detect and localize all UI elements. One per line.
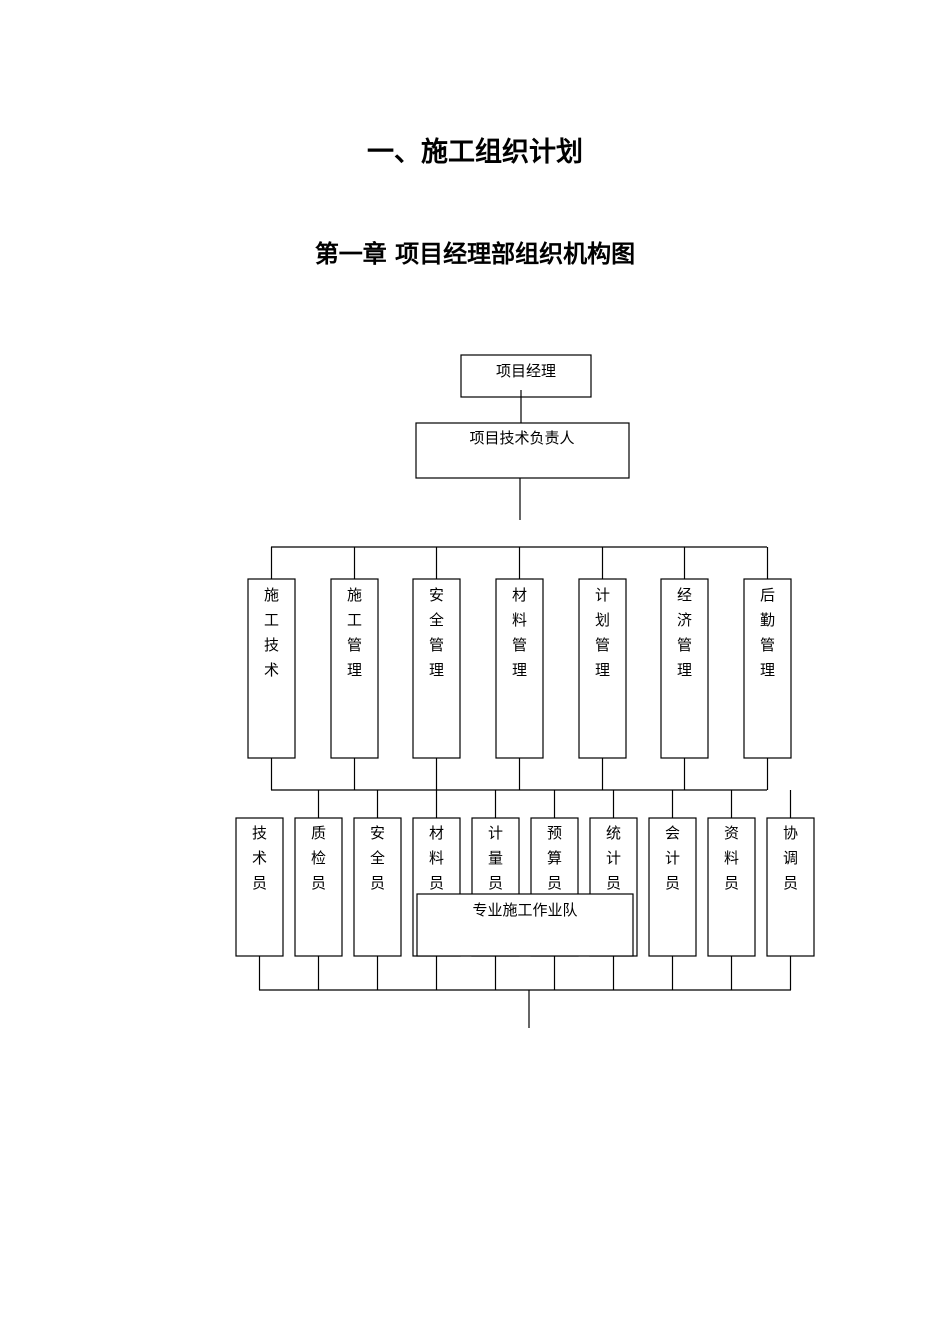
staff-label: 技术员 bbox=[252, 824, 267, 892]
department-label: 后勤管理 bbox=[760, 586, 775, 679]
department-box bbox=[412, 578, 461, 759]
staff-label: 预算员 bbox=[547, 824, 562, 892]
staff-label: 统计员 bbox=[606, 824, 621, 892]
staff-box bbox=[294, 817, 343, 957]
box-construction-team bbox=[416, 893, 634, 957]
label-technical-lead: 项目技术负责人 bbox=[469, 429, 574, 447]
department-group: 施工技术 施工管理 安全管理 材料管理 计划管理 经济管理 后勤管理 bbox=[247, 547, 792, 790]
staff-label: 协调员 bbox=[783, 824, 798, 892]
staff-label: 质检员 bbox=[311, 824, 326, 892]
box-project-manager bbox=[460, 354, 592, 398]
box-technical-lead bbox=[415, 422, 630, 479]
department-label: 安全管理 bbox=[429, 586, 444, 679]
staff-box bbox=[766, 817, 815, 957]
department-box bbox=[578, 578, 627, 759]
staff-box bbox=[235, 817, 284, 957]
staff-label: 资料员 bbox=[724, 824, 739, 892]
department-box bbox=[330, 578, 379, 759]
department-box bbox=[743, 578, 792, 759]
department-label: 施工技术 bbox=[264, 586, 279, 679]
staff-box bbox=[353, 817, 402, 957]
staff-box bbox=[648, 817, 697, 957]
label-project-manager: 项目经理 bbox=[496, 362, 556, 380]
department-label: 施工管理 bbox=[347, 586, 362, 679]
staff-label: 安全员 bbox=[370, 824, 385, 892]
department-label: 经济管理 bbox=[677, 586, 692, 679]
staff-label: 会计员 bbox=[665, 824, 680, 892]
main-title: 一、施工组织计划 bbox=[367, 137, 583, 168]
department-label: 计划管理 bbox=[595, 586, 610, 679]
chapter-title: 第一章 项目经理部组织机构图 bbox=[314, 240, 636, 268]
department-box bbox=[247, 578, 296, 759]
staff-label: 材料员 bbox=[429, 824, 444, 892]
department-box bbox=[495, 578, 544, 759]
staff-label: 计量员 bbox=[488, 824, 503, 892]
staff-box bbox=[707, 817, 756, 957]
staff-group: 技术员 质检员 安全员 材料员 计量员 预算员 统计员 会计员 资料员 协调员 bbox=[235, 790, 815, 990]
label-construction-team: 专业施工作业队 bbox=[472, 901, 577, 919]
department-box bbox=[660, 578, 709, 759]
department-label: 材料管理 bbox=[512, 586, 527, 679]
